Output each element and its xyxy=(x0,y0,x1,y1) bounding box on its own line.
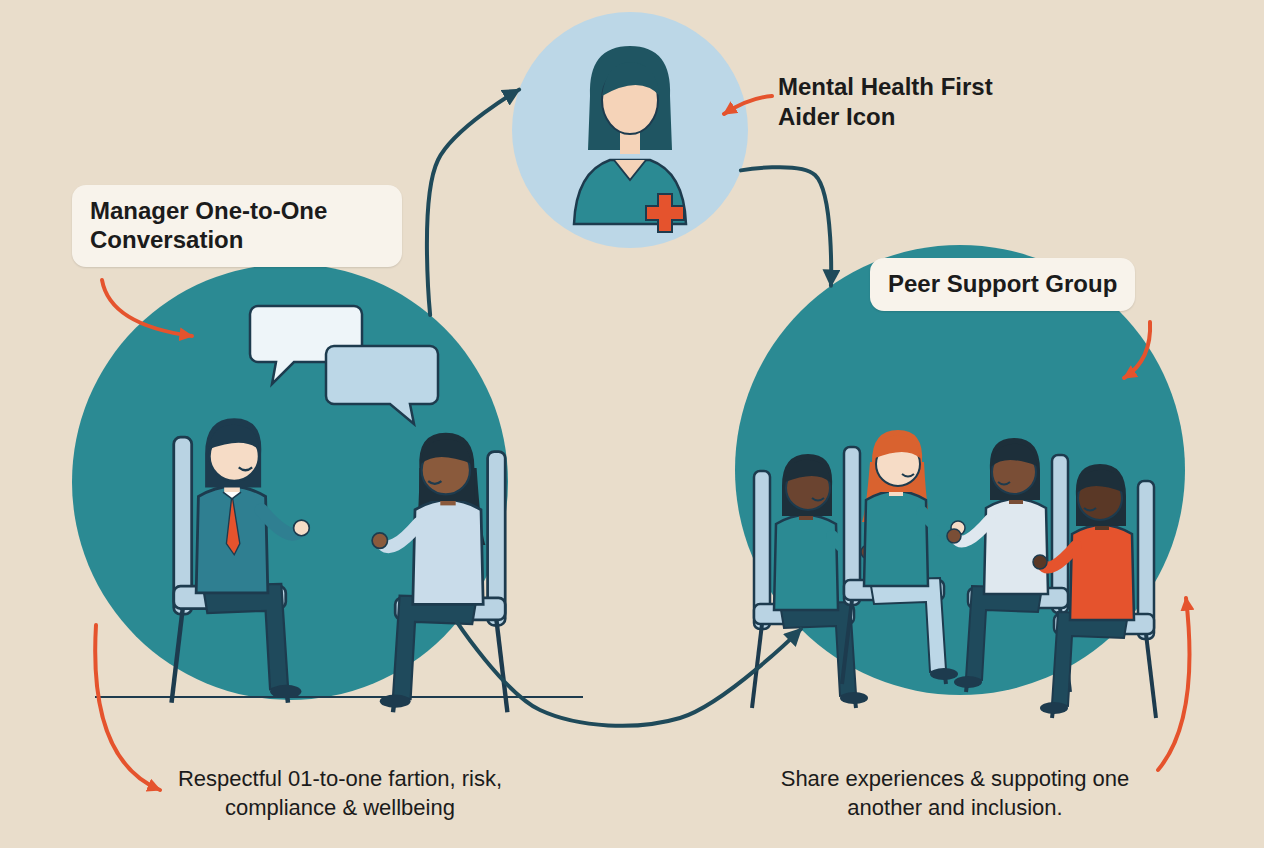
circle-shape xyxy=(735,245,1185,695)
node-caption: Respectful 01-to-one fartion, risk, comp… xyxy=(150,765,530,822)
node-heading: Manager One-to-One Conversation xyxy=(72,185,402,267)
node-heading: Peer Support Group xyxy=(870,258,1135,311)
circle-node: Peer Support GroupShare experiences & su… xyxy=(735,245,1185,695)
circle-outline xyxy=(512,12,748,248)
circle-shape xyxy=(72,264,508,700)
flow-arrow xyxy=(457,622,801,726)
circle-node: Manager One-to-One ConversationRespectfu… xyxy=(72,264,508,700)
peer-figure xyxy=(1033,464,1156,718)
circle-shape xyxy=(512,12,748,248)
node-heading: Mental Health First Aider Icon xyxy=(778,72,993,132)
circle-node: Mental Health First Aider Icon xyxy=(512,12,748,248)
flow-arrow xyxy=(741,167,831,286)
floor-line xyxy=(95,696,583,698)
flow-arrow xyxy=(427,90,519,315)
node-caption: Share experiences & suppoting one anothe… xyxy=(765,765,1145,822)
circle-outline xyxy=(72,264,508,700)
circle-outline xyxy=(735,245,1185,695)
